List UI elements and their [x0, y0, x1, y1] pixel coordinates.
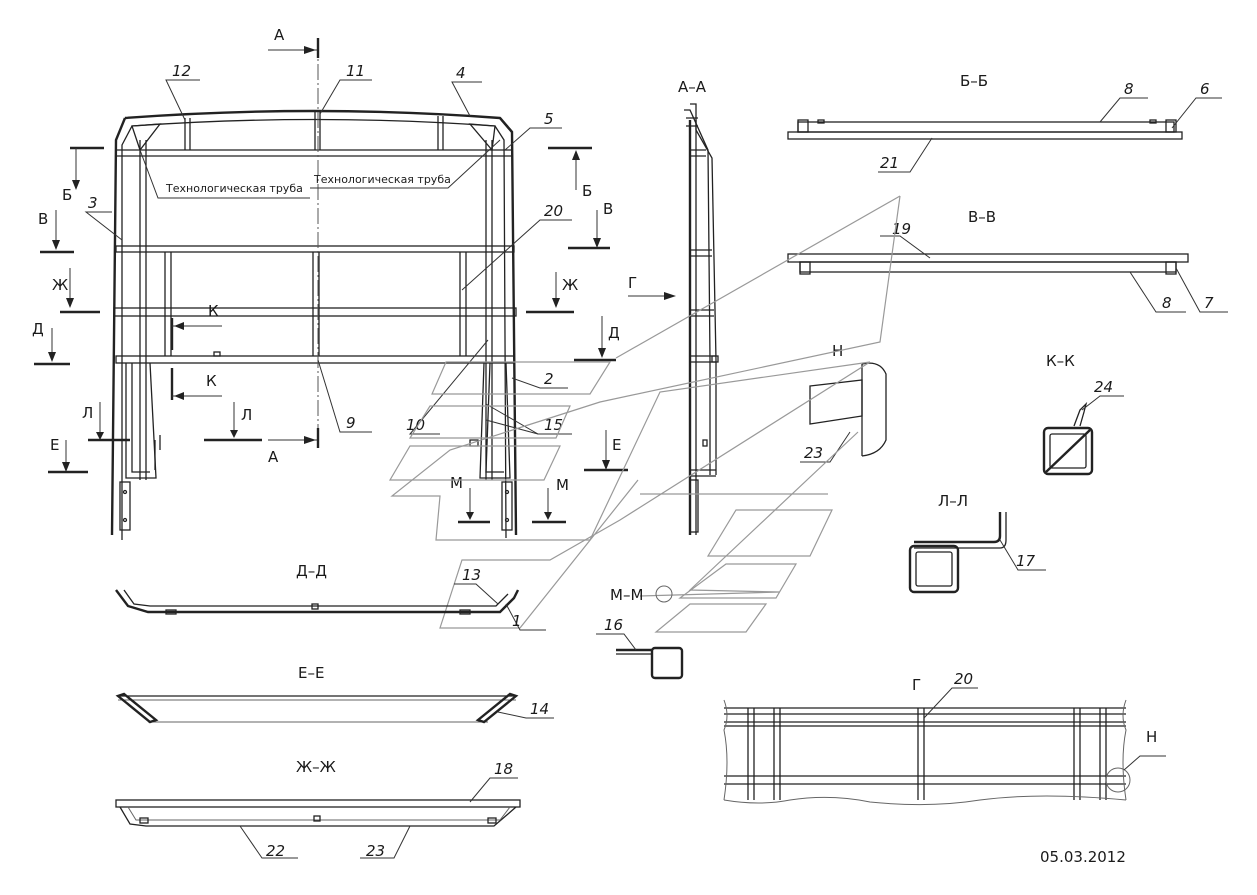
svg-text:20: 20: [954, 670, 973, 688]
svg-text:23: 23: [366, 842, 385, 860]
section-ll-title: Л–Л: [938, 492, 968, 510]
view-g-arrow: Г: [628, 274, 676, 300]
section-vv-view: В–В 19 8 7: [787, 208, 1228, 313]
svg-text:М: М: [556, 476, 569, 494]
svg-text:4: 4: [456, 64, 466, 82]
svg-text:14: 14: [530, 700, 549, 718]
svg-text:5: 5: [544, 110, 554, 128]
view-g-detail-n: Н: [1146, 728, 1157, 746]
cut-a-label-top: А: [274, 26, 285, 44]
front-view-frame: [110, 40, 518, 540]
svg-text:17: 17: [1016, 552, 1036, 570]
svg-text:В: В: [603, 200, 613, 218]
svg-text:Е: Е: [50, 436, 59, 454]
svg-text:М: М: [450, 474, 463, 492]
svg-text:20: 20: [544, 202, 563, 220]
view-g: Г Н 20: [723, 670, 1166, 806]
svg-text:1: 1: [512, 612, 522, 630]
svg-text:9: 9: [346, 414, 356, 432]
svg-text:8: 8: [1124, 80, 1134, 98]
svg-text:11: 11: [346, 62, 365, 80]
svg-text:3: 3: [88, 194, 98, 212]
svg-text:15: 15: [544, 416, 563, 434]
svg-text:Б: Б: [582, 182, 592, 200]
svg-text:2: 2: [544, 370, 554, 388]
tech-pipe-notes: Технологическая труба Технологическая тр…: [139, 139, 501, 199]
svg-text:Ж: Ж: [52, 276, 68, 294]
section-zhzh-view: Ж–Ж 18 22 23: [115, 758, 521, 860]
section-aa-title: А–А: [678, 78, 707, 96]
svg-text:Д: Д: [32, 320, 44, 338]
svg-text:21: 21: [880, 154, 899, 172]
section-dd-title: Д–Д: [296, 562, 327, 580]
cut-a-bottom: А: [268, 428, 320, 466]
svg-text:24: 24: [1094, 378, 1113, 396]
svg-text:8: 8: [1162, 294, 1172, 312]
section-mm-title: М–М: [610, 586, 643, 604]
section-ee-view: Е–Е 14: [115, 664, 554, 724]
tech-pipe-left: Технологическая труба: [165, 182, 303, 195]
left-cut-markers: Б В Ж Д Л Е: [32, 146, 130, 474]
section-kk-view: К–К 24: [1042, 352, 1124, 476]
section-zhzh-title: Ж–Ж: [296, 758, 336, 776]
svg-text:16: 16: [604, 616, 623, 634]
section-vv-title: В–В: [968, 208, 996, 226]
svg-text:12: 12: [172, 62, 191, 80]
view-g-title: Г: [912, 676, 921, 694]
svg-text:6: 6: [1200, 80, 1210, 98]
svg-text:В: В: [38, 210, 48, 228]
svg-text:7: 7: [1204, 294, 1214, 312]
svg-text:Д: Д: [608, 324, 620, 342]
svg-text:Е: Е: [612, 436, 621, 454]
right-cut-markers: Б В Ж Д Л Е: [204, 146, 628, 472]
svg-text:19: 19: [892, 220, 911, 238]
section-bb-view: Б–Б 8 6 21: [787, 72, 1222, 173]
section-dd-view: Д–Д 13 1: [115, 562, 546, 631]
svg-text:Г: Г: [628, 274, 637, 292]
section-aa-view: А–А: [678, 78, 719, 535]
drawing-date: 05.03.2012: [1040, 848, 1126, 866]
section-ee-title: Е–Е: [298, 664, 324, 682]
cut-k-markers: К К: [170, 302, 222, 400]
front-view-position-labels: 12 11 4 5 3 20 9 10 2 15: [84, 62, 572, 435]
svg-text:18: 18: [494, 760, 513, 778]
svg-text:К: К: [206, 372, 217, 390]
section-ll-view: Л–Л 17: [908, 492, 1046, 594]
cut-a-label-bottom: А: [268, 448, 279, 466]
svg-text:22: 22: [266, 842, 285, 860]
exploded-guides: [388, 195, 901, 633]
svg-text:Л: Л: [241, 406, 252, 424]
svg-text:Ж: Ж: [562, 276, 578, 294]
svg-text:23: 23: [804, 444, 823, 462]
tech-pipe-right: Технологическая труба: [313, 173, 451, 186]
detail-n-view: Н 23: [800, 342, 887, 463]
section-kk-title: К–К: [1046, 352, 1075, 370]
cut-m-markers: М М: [450, 474, 569, 524]
section-mm-view: М–М 16: [596, 586, 684, 680]
svg-text:К: К: [208, 302, 219, 320]
svg-text:Л: Л: [82, 404, 93, 422]
cut-a-top: А: [268, 26, 320, 58]
svg-text:Б: Б: [62, 186, 72, 204]
section-bb-title: Б–Б: [960, 72, 988, 90]
svg-text:13: 13: [462, 566, 481, 584]
